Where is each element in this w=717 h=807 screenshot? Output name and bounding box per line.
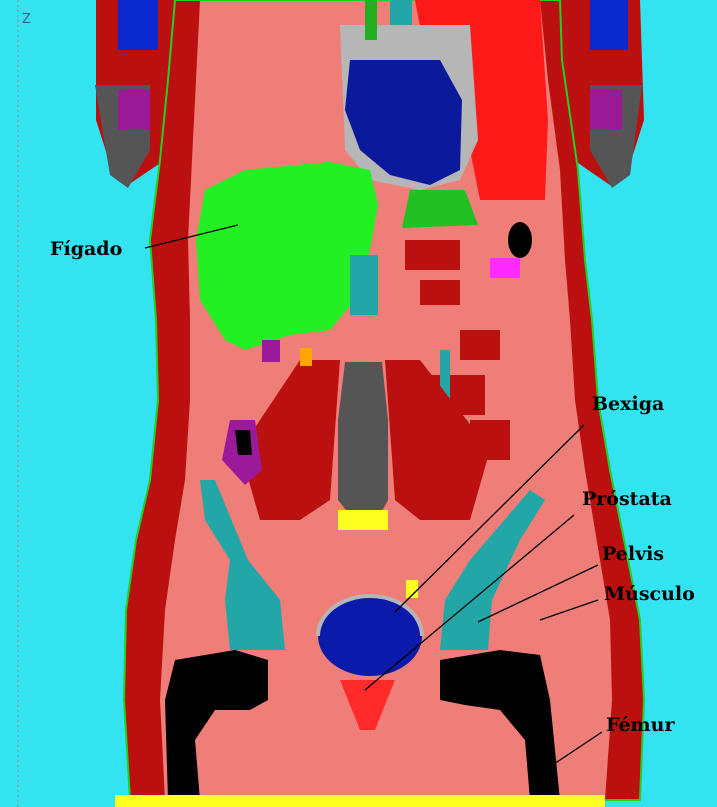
label-femur: Fémur	[606, 716, 674, 735]
label-figado: Fígado	[50, 240, 122, 259]
bowel-cyan-2	[350, 255, 378, 315]
left-arm-purple	[118, 90, 150, 130]
label-bexiga: Bexiga	[592, 395, 664, 414]
esophagus	[390, 0, 412, 25]
bowel-2	[420, 280, 460, 305]
kidney-left-pelvis	[235, 430, 252, 455]
right-shoulder-blue	[590, 0, 628, 50]
sacrum-yellow	[338, 510, 388, 530]
trachea	[365, 0, 377, 40]
kidney-dark	[508, 222, 532, 258]
left-shoulder-blue	[118, 0, 158, 50]
label-prostata: Próstata	[582, 490, 672, 509]
spleen-magenta	[490, 258, 520, 278]
bowel-4	[460, 330, 500, 360]
stomach-green	[402, 190, 478, 228]
bottom-yellow	[115, 795, 605, 807]
bowel-1	[405, 240, 460, 270]
axis-indicator: Z	[22, 12, 31, 27]
right-arm-purple	[590, 90, 622, 130]
label-musculo: Músculo	[604, 585, 695, 604]
spine	[338, 362, 388, 515]
marker-purple	[262, 340, 280, 362]
label-pelvis: Pelvis	[602, 545, 664, 564]
marker-orange	[300, 348, 312, 366]
